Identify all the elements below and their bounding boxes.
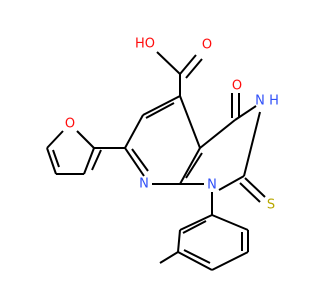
bond-c2-n1 <box>218 175 245 191</box>
label-hydroxyl: HO <box>135 37 155 52</box>
molecule-diagram: HO O O N H S N N O <box>46 37 279 271</box>
label-pyridine-nitrogen: N <box>139 177 149 192</box>
bond-c2-s-b <box>239 182 261 203</box>
bond-tol-1-inner <box>182 220 207 234</box>
atom-labels: HO O O N H S N N O <box>65 37 279 213</box>
bond-n3-c2 <box>243 111 261 177</box>
bond-c6-c7 <box>124 114 144 149</box>
label-thione-sulfur: S <box>267 198 275 213</box>
bond-c4-n3 <box>234 105 257 121</box>
label-ketone-oxygen: O <box>232 79 242 94</box>
bond-tol-6 <box>211 214 249 231</box>
bonds <box>46 51 266 271</box>
bond-tol-methyl <box>159 251 179 264</box>
bond-c4a-c4 <box>199 119 236 149</box>
bond-furan-1 <box>83 147 95 175</box>
bond-cooh-o-a <box>179 54 197 75</box>
bond-tol-1 <box>179 214 213 231</box>
label-n1-nitrogen: N <box>207 178 217 193</box>
label-nh-hydrogen: H <box>269 94 279 109</box>
bond-c7-n8-inner <box>131 148 149 172</box>
bond-furan-1-inner <box>91 149 102 171</box>
structure-canvas: HO O O N H S N N O <box>46 37 279 271</box>
bond-tol-3-inner <box>183 249 211 264</box>
bond-c4a-c5 <box>179 95 201 149</box>
bond-cooh-oh <box>156 51 181 75</box>
label-furan-oxygen: O <box>65 117 75 132</box>
label-carboxyl-oxygen: O <box>202 38 212 53</box>
bond-c8a-c4a <box>179 147 201 185</box>
bond-c7-n8 <box>124 147 145 177</box>
bond-tol-3 <box>177 251 213 271</box>
bond-c2-s-a <box>244 177 266 198</box>
bond-cooh-o-b <box>185 58 203 79</box>
bond-c5-c6 <box>142 95 181 116</box>
bond-furan-3-inner <box>52 149 60 168</box>
bond-furan-5 <box>76 130 95 149</box>
label-nh-nitrogen: N <box>255 94 265 109</box>
bond-furan-3 <box>46 147 57 175</box>
bond-furan-4 <box>46 130 64 149</box>
bond-c8a-c4a-inner <box>185 152 203 179</box>
bond-c5-c6-inner <box>145 102 175 119</box>
bond-tol-2 <box>177 229 181 253</box>
bond-tol-4 <box>211 251 249 271</box>
